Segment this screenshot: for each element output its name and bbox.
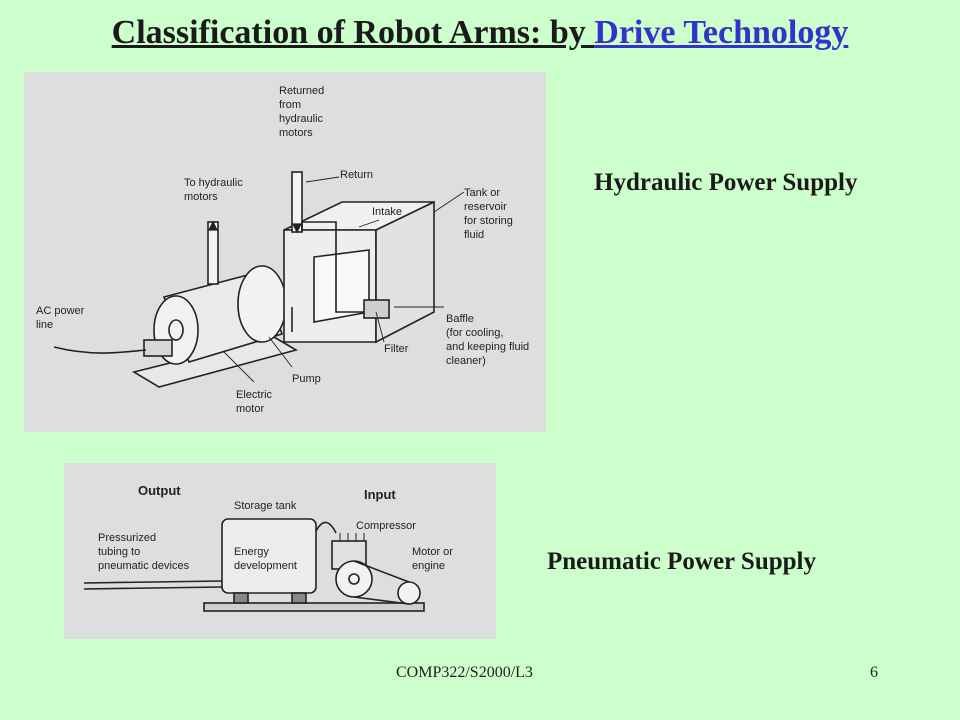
lbl-to-motors-1: To hydraulic bbox=[184, 177, 243, 189]
hydraulic-drawing: Returned from hydraulic motors Return To… bbox=[36, 85, 529, 415]
lbl-ac-1: AC power bbox=[36, 305, 85, 317]
title-plain: Classification of Robot Arms: by bbox=[111, 14, 595, 51]
lbl-compressor: Compressor bbox=[356, 520, 416, 532]
lbl-returned-2: from bbox=[279, 99, 301, 111]
pneumatic-caption: Pneumatic Power Supply bbox=[547, 548, 816, 575]
lbl-returned-3: hydraulic bbox=[279, 113, 324, 125]
footer-course-code: COMP322/S2000/L3 bbox=[396, 664, 533, 681]
lbl-baffle-1: Baffle bbox=[446, 313, 474, 325]
lbl-motor-2: motor bbox=[236, 403, 264, 415]
lbl-motor-2: engine bbox=[412, 560, 445, 572]
lbl-baffle-2: (for cooling, bbox=[446, 327, 503, 339]
slide-title: Classification of Robot Arms: by Drive T… bbox=[0, 14, 960, 52]
title-highlight: Drive Technology bbox=[594, 14, 849, 51]
pneumatic-diagram: Output Input Storage tank Compressor Pre… bbox=[64, 463, 496, 639]
lbl-press-1: Pressurized bbox=[98, 532, 156, 544]
lbl-input: Input bbox=[364, 487, 396, 502]
lbl-motor-1: Motor or bbox=[412, 546, 453, 558]
lbl-tank-3: for storing bbox=[464, 215, 513, 227]
lbl-return: Return bbox=[340, 169, 373, 181]
lbl-energy-1: Energy bbox=[234, 546, 269, 558]
lbl-baffle-3: and keeping fluid bbox=[446, 341, 529, 353]
hydraulic-caption: Hydraulic Power Supply bbox=[594, 169, 858, 196]
lbl-output: Output bbox=[138, 483, 181, 498]
lbl-tank-2: reservoir bbox=[464, 201, 507, 213]
lbl-pump: Pump bbox=[292, 373, 321, 385]
lbl-intake: Intake bbox=[372, 206, 402, 218]
lbl-energy-2: development bbox=[234, 560, 297, 572]
lbl-returned-4: motors bbox=[279, 127, 313, 139]
lbl-storage-tank: Storage tank bbox=[234, 500, 297, 512]
lbl-to-motors-2: motors bbox=[184, 191, 218, 203]
pneumatic-drawing: Output Input Storage tank Compressor Pre… bbox=[83, 483, 453, 612]
lbl-filter: Filter bbox=[384, 343, 409, 355]
footer-page-number: 6 bbox=[870, 664, 878, 681]
lbl-press-2: tubing to bbox=[98, 546, 140, 558]
lbl-tank-4: fluid bbox=[464, 229, 484, 241]
lbl-returned-1: Returned bbox=[279, 85, 324, 97]
lbl-tank-1: Tank or bbox=[464, 187, 500, 199]
lbl-press-3: pneumatic devices bbox=[98, 560, 190, 572]
lbl-baffle-4: cleaner) bbox=[446, 355, 486, 367]
hydraulic-diagram: Returned from hydraulic motors Return To… bbox=[24, 72, 546, 432]
lbl-motor-1: Electric bbox=[236, 389, 273, 401]
lbl-ac-2: line bbox=[36, 319, 53, 331]
